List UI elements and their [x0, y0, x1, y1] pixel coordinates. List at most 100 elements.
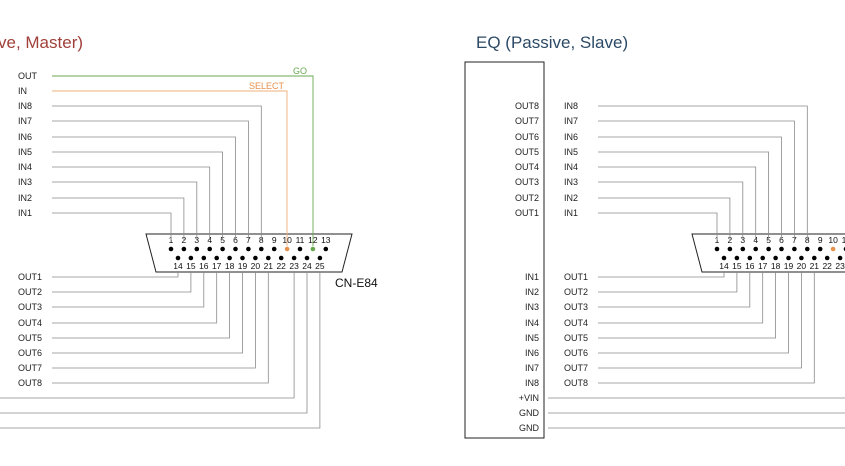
- connector-name: CN-E84: [335, 276, 378, 290]
- pin-number-label: 17: [758, 261, 768, 271]
- eq-input-label: GND: [519, 423, 540, 433]
- master-signal-label: IN6: [18, 132, 32, 142]
- pin-number-label: 23: [289, 261, 299, 271]
- master-signal-label: IN7: [18, 116, 32, 126]
- pin-5: [220, 246, 225, 252]
- pin-3: [194, 246, 200, 252]
- pin-17: [214, 255, 219, 261]
- pin-number-label: 10: [828, 235, 838, 245]
- slave-output-label: OUT8: [564, 378, 588, 388]
- master-input-wire: [52, 212, 172, 240]
- pin-15: [188, 255, 194, 261]
- slave-output-wire: [598, 272, 815, 384]
- slave-output-label: OUT5: [564, 333, 588, 343]
- slave-output-label: OUT2: [564, 287, 588, 297]
- master-signal-label: OUT: [18, 71, 38, 81]
- pin-number-label: 14: [719, 261, 729, 271]
- pin-14: [721, 255, 727, 261]
- pin-number-label: 20: [797, 261, 807, 271]
- slave-output-wire: [598, 272, 764, 324]
- slave-title: EQ (Passive, Slave): [476, 33, 628, 52]
- pin-number-label: 11: [842, 235, 845, 245]
- pin-20: [799, 255, 804, 261]
- master-input-wire: [52, 166, 211, 240]
- slave-input-wire: [598, 197, 731, 240]
- master-input-wire: [52, 151, 223, 240]
- master-output-label: OUT4: [18, 318, 42, 328]
- pin-13: [323, 246, 329, 252]
- pin-number-label: 14: [173, 261, 183, 271]
- master-output-wire: [52, 272, 192, 293]
- slave-signal-label: IN5: [564, 147, 578, 157]
- pin-7: [792, 246, 797, 252]
- pin-19: [786, 255, 791, 261]
- master-input-wire: [52, 105, 262, 240]
- master-power-wire: [0, 272, 295, 399]
- eq-input-label: IN1: [525, 272, 539, 282]
- slave-side: OUT8OUT7OUT6OUT5OUT4OUT3OUT2OUT1IN1IN2IN…: [464, 61, 845, 439]
- slave-output-wire: [598, 272, 751, 308]
- pin-number-label: 20: [251, 261, 261, 271]
- slave-output-label: OUT1: [564, 272, 588, 282]
- pin-number-label: 13: [321, 235, 331, 245]
- slave-signal-label: IN6: [564, 132, 578, 142]
- master-signal-label: IN4: [18, 162, 32, 172]
- go-signal-label: GO: [293, 66, 307, 76]
- slave-signal-label: IN4: [564, 162, 578, 172]
- pin-9: [817, 246, 823, 252]
- eq-input-label: +VIN: [519, 393, 539, 403]
- eq-output-label: OUT1: [515, 208, 539, 218]
- pin-number-label: 16: [745, 261, 755, 271]
- pin-16: [747, 255, 753, 261]
- master-input-wire: [52, 181, 198, 240]
- pin-18: [227, 255, 232, 261]
- master-output-wire: [52, 272, 218, 324]
- pin-5: [766, 246, 771, 252]
- master-output-wire: [52, 272, 269, 384]
- pin-number-label: 22: [822, 261, 832, 271]
- pin-25: [317, 255, 323, 261]
- master-power-wire: [0, 272, 308, 414]
- eq-input-label: GND: [519, 408, 540, 418]
- eq-output-label: OUT7: [515, 116, 539, 126]
- slave-output-wire: [598, 272, 776, 339]
- slave-output-label: OUT7: [564, 363, 588, 373]
- master-output-label: OUT1: [18, 272, 42, 282]
- master-output-wire: [52, 272, 243, 354]
- pin-24: [304, 255, 310, 261]
- pin-17: [760, 255, 765, 261]
- master-output-label: OUT6: [18, 348, 42, 358]
- pin-9: [271, 246, 277, 252]
- eq-output-label: OUT5: [515, 147, 539, 157]
- slave-output-label: OUT6: [564, 348, 588, 358]
- master-signal-label: IN3: [18, 177, 32, 187]
- pin-1: [168, 246, 174, 252]
- pin-14: [175, 255, 181, 261]
- master-signal-label: IN: [18, 86, 27, 96]
- pin-number-label: 16: [199, 261, 209, 271]
- pin-4: [753, 246, 758, 252]
- pin-number-label: 9: [272, 235, 277, 245]
- pin-number-label: 18: [225, 261, 235, 271]
- pin-number-label: 23: [835, 261, 845, 271]
- slave-output-label: OUT4: [564, 318, 588, 328]
- select-signal-label: SELECT: [249, 81, 285, 91]
- master-output-label: OUT7: [18, 363, 42, 373]
- pin-20: [253, 255, 258, 261]
- slave-input-wire: [598, 105, 808, 240]
- eq-input-label: IN2: [525, 287, 539, 297]
- pin-number-label: 15: [732, 261, 742, 271]
- pin-23: [837, 255, 843, 261]
- go-wire: [52, 75, 314, 246]
- pin-number-label: 11: [296, 235, 305, 245]
- pin-22: [278, 255, 284, 261]
- pin-10: [284, 246, 290, 252]
- eq-output-label: OUT3: [515, 177, 539, 187]
- eq-input-label: IN6: [525, 348, 539, 358]
- master-output-wire: [52, 272, 230, 339]
- slave-output-wire: [598, 272, 725, 278]
- pin-3: [740, 246, 746, 252]
- pin-2: [727, 246, 733, 252]
